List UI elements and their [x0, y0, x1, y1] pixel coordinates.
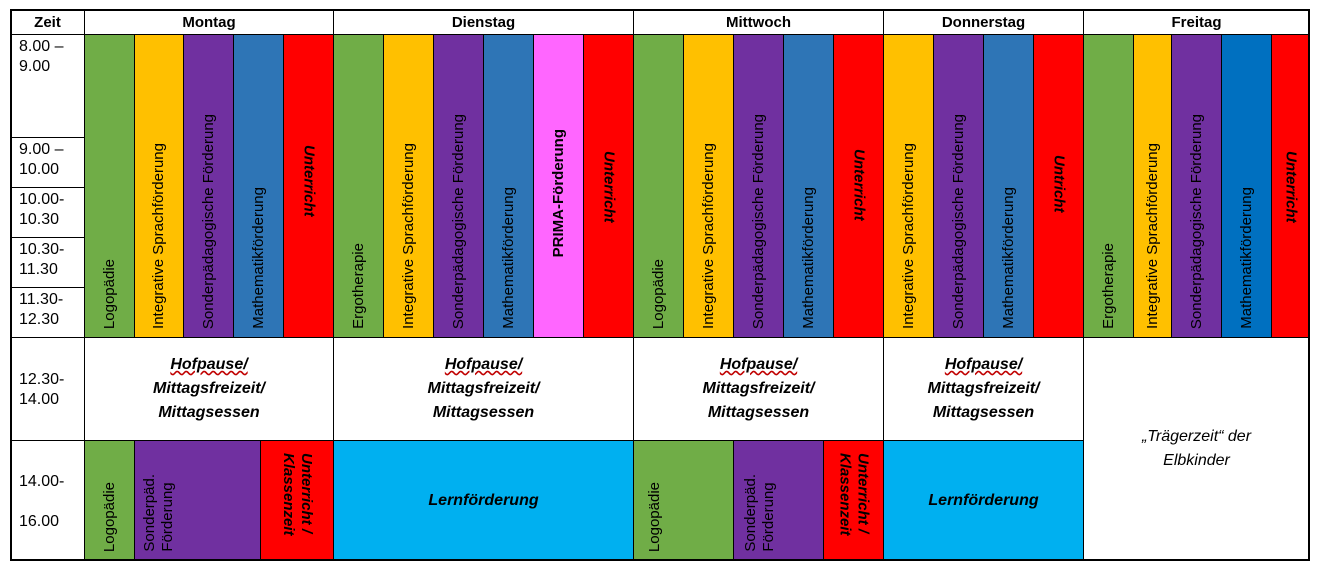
- cell-label: Unterricht: [600, 151, 618, 223]
- pause-line: Hofpause/: [170, 356, 248, 373]
- mittwoch-sprachfoerderung: Integrative Sprachförderung: [683, 34, 734, 338]
- montag-logopaedie: Logopädie: [84, 34, 135, 338]
- mittwoch-mathematik: Mathematikförderung: [783, 34, 834, 338]
- cell-label: Mathematikförderung: [1237, 187, 1255, 329]
- header-day-donnerstag: Donnerstag: [883, 9, 1084, 35]
- cell-label: Untricht: [1050, 155, 1068, 213]
- donnerstag-unterricht: Untricht: [1033, 34, 1084, 338]
- freitag-mathematik: Mathematikförderung: [1221, 34, 1272, 338]
- cell-label: Sonderpäd. Förderung: [742, 474, 777, 552]
- cell-label: Sonderpädagogische Förderung: [449, 113, 467, 329]
- pause-dienstag: Hofpause/ Mittagsfreizeit/ Mittagsessen: [333, 337, 634, 441]
- cell-label: Logopädie: [646, 481, 663, 552]
- cell-label: Integrative Sprachförderung: [899, 143, 917, 329]
- dienstag-ergotherapie: Ergotherapie: [333, 34, 384, 338]
- pause-line: Mittagsessen: [707, 404, 810, 421]
- cell-label: Unterricht: [300, 145, 318, 217]
- pause-line: Hofpause/: [944, 356, 1023, 373]
- dienstag-sonderpaedagogik: Sonderpädagogische Förderung: [433, 34, 484, 338]
- donnerstag-mathematik: Mathematikförderung: [983, 34, 1034, 338]
- montag-mathematik: Mathematikförderung: [233, 34, 284, 338]
- cell-label: Sonderpädagogische Förderung: [1187, 113, 1205, 329]
- cell-label: Logopädie: [100, 481, 118, 552]
- header-day-montag: Montag: [84, 9, 334, 35]
- cell-label: Sonderpäd. Förderung: [141, 474, 176, 552]
- pause-line: Mittagsfreizeit/: [427, 380, 540, 397]
- cell-label: Sonderpädagogische Förderung: [199, 113, 217, 329]
- pause-line: Hofpause/: [719, 356, 798, 373]
- mittwoch-unterricht: Unterricht: [833, 34, 884, 338]
- pause-line: Mittagsfreizeit/: [927, 380, 1040, 397]
- pause-line: Mittagsessen: [158, 404, 260, 421]
- montag-nachmittag-logopaedie: Logopädie: [84, 440, 135, 561]
- cell-label: Unterricht / Klassenzeit: [280, 453, 315, 536]
- cell-label: Integrative Sprachförderung: [1143, 143, 1161, 329]
- pause-donnerstag: Hofpause/ Mittagsfreizeit/ Mittagsessen: [883, 337, 1084, 441]
- montag-nachmittag-sonderpaed: Sonderpäd. Förderung: [134, 440, 261, 561]
- time-slot-7: 14.00- 16.00: [10, 440, 85, 561]
- time-slot-2: 9.00 – 10.00: [10, 137, 85, 188]
- montag-sprachfoerderung: Integrative Sprachförderung: [134, 34, 184, 338]
- dienstag-sprachfoerderung: Integrative Sprachförderung: [383, 34, 434, 338]
- mittwoch-logopaedie: Logopädie: [633, 34, 684, 338]
- time-slot-5: 11.30- 12.30: [10, 287, 85, 338]
- donnerstag-sonderpaedagogik: Sonderpädagogische Förderung: [933, 34, 984, 338]
- pause-line: Mittagsessen: [932, 404, 1035, 421]
- pause-montag: Hofpause/ Mittagsfreizeit/ Mittagsessen: [84, 337, 334, 441]
- mittwoch-nachmittag-logopaedie: Logopädie: [633, 440, 734, 561]
- dienstag-mathematik: Mathematikförderung: [483, 34, 534, 338]
- time-slot-3: 10.00- 10.30: [10, 187, 85, 238]
- mittwoch-nachmittag-sonderpaed: Sonderpäd. Förderung: [733, 440, 824, 561]
- dienstag-unterricht: Unterricht: [583, 34, 634, 338]
- cell-label: Unterricht / Klassenzeit: [836, 453, 872, 536]
- freitag-traegerzeit: „Trägerzeit“ der Elbkinder: [1083, 337, 1310, 561]
- pause-line: Mittagsfreizeit/: [702, 380, 815, 397]
- cell-label: Ergotherapie: [349, 243, 367, 329]
- freitag-sprachfoerderung: Integrative Sprachförderung: [1133, 34, 1172, 338]
- montag-unterricht: Unterricht: [283, 34, 334, 338]
- montag-nachmittag-unterricht: Unterricht / Klassenzeit: [260, 440, 334, 561]
- cell-label: Mathematikförderung: [799, 187, 817, 329]
- cell-label: Integrative Sprachförderung: [699, 143, 717, 329]
- cell-label: Integrative Sprachförderung: [150, 143, 167, 329]
- dienstag-lernfoerderung: Lernförderung: [333, 440, 634, 561]
- mittwoch-sonderpaedagogik: Sonderpädagogische Förderung: [733, 34, 784, 338]
- cell-label: Mathematikförderung: [999, 187, 1017, 329]
- cell-label: Integrative Sprachförderung: [399, 143, 417, 329]
- cell-label: Unterricht: [1282, 151, 1300, 223]
- pause-line: Hofpause/: [444, 356, 523, 373]
- freitag-ergotherapie: Ergotherapie: [1083, 34, 1134, 338]
- time-slot-4: 10.30- 11.30: [10, 237, 85, 288]
- cell-label: Unterricht: [850, 149, 868, 221]
- donnerstag-sprachfoerderung: Integrative Sprachförderung: [883, 34, 934, 338]
- montag-sonderpaedagogik: Sonderpädagogische Förderung: [183, 34, 234, 338]
- mittwoch-nachmittag-unterricht: Unterricht / Klassenzeit: [823, 440, 884, 561]
- header-day-freitag: Freitag: [1083, 9, 1310, 35]
- time-slot-1: 8.00 – 9.00: [10, 34, 85, 138]
- freitag-unterricht: Unterricht: [1271, 34, 1310, 338]
- cell-label: Sonderpädagogische Förderung: [949, 113, 967, 329]
- freitag-sonderpaedagogik: Sonderpädagogische Förderung: [1171, 34, 1222, 338]
- cell-label: Mathematikförderung: [249, 187, 267, 329]
- header-day-dienstag: Dienstag: [333, 9, 634, 35]
- dienstag-prima: PRIMA-Förderung: [533, 34, 584, 338]
- header-day-mittwoch: Mittwoch: [633, 9, 884, 35]
- cell-label: Sonderpädagogische Förderung: [749, 113, 767, 329]
- cell-label: PRIMA-Förderung: [549, 128, 567, 257]
- cell-label: Logopädie: [649, 258, 667, 329]
- donnerstag-lernfoerderung: Lernförderung: [883, 440, 1084, 561]
- cell-label: Ergotherapie: [1099, 243, 1117, 329]
- pause-line: Mittagsfreizeit/: [152, 380, 265, 397]
- pause-line: Mittagsessen: [432, 404, 535, 421]
- pause-mittwoch: Hofpause/ Mittagsfreizeit/ Mittagsessen: [633, 337, 884, 441]
- cell-label: Logopädie: [100, 258, 118, 329]
- time-slot-6: 12.30- 14.00: [10, 337, 85, 441]
- header-zeit: Zeit: [10, 9, 85, 35]
- cell-label: Mathematikförderung: [499, 187, 517, 329]
